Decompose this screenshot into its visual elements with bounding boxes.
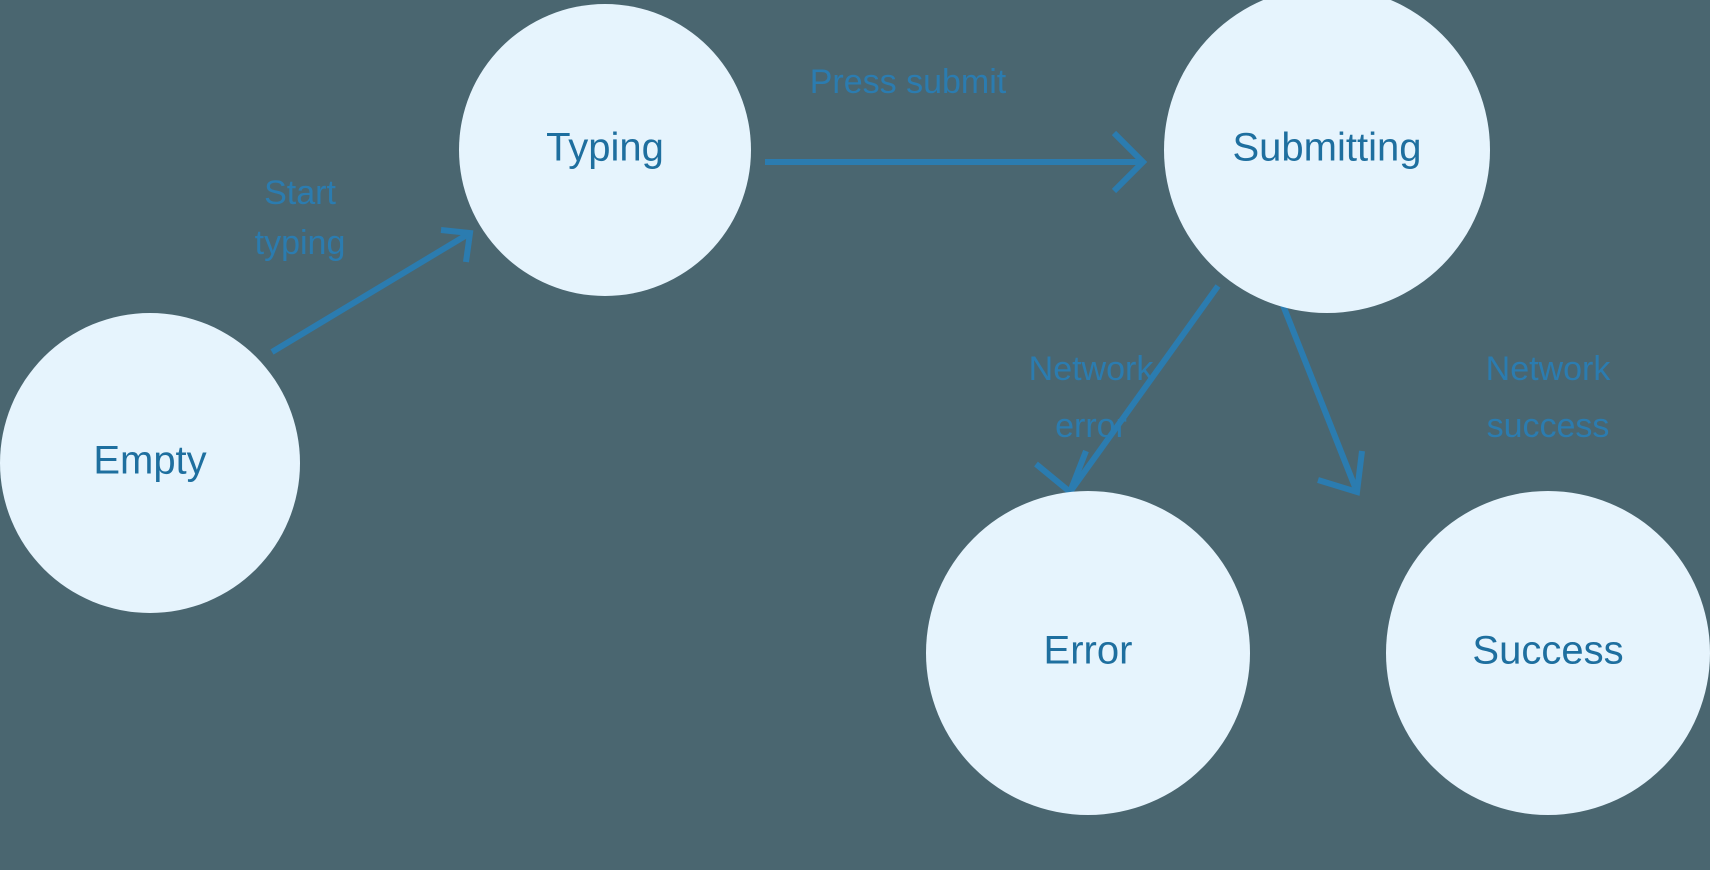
state-node-success[interactable]: Success: [1386, 491, 1710, 815]
edge-typing-to-submitting[interactable]: [765, 130, 1148, 194]
state-label: Empty: [93, 439, 206, 483]
state-circle: [926, 491, 1250, 815]
arrowhead-icon: [1111, 130, 1148, 194]
edge-label-network-success-line2: success: [1487, 407, 1610, 445]
state-label: Success: [1472, 629, 1623, 673]
edge-submitting-to-success[interactable]: [1274, 288, 1365, 496]
edge-label-network-error-line2: error: [1055, 407, 1127, 445]
edge-submitting-to-error[interactable]: [1034, 284, 1221, 497]
state-circle: [0, 313, 300, 613]
state-node-empty[interactable]: Empty: [0, 313, 300, 613]
edge-line-geom: [1274, 288, 1360, 494]
edge-line-geom: [270, 230, 472, 355]
state-node-submitting[interactable]: Submitting: [1164, 0, 1490, 313]
state-circle: [1386, 491, 1710, 815]
state-node-error[interactable]: Error: [926, 491, 1250, 815]
edge-label-start-typing-line1: Start: [264, 174, 336, 212]
arrowhead-icon: [1034, 449, 1089, 497]
state-circle: [1164, 0, 1490, 313]
state-node-typing[interactable]: Typing: [459, 4, 751, 296]
edge-label-press-submit: Press submit: [810, 63, 1007, 101]
edge-labels-layer: Start typing Press submit Network error …: [255, 63, 1612, 445]
edge-empty-to-typing[interactable]: [270, 227, 474, 355]
edges-layer: [270, 130, 1365, 497]
nodes-layer: Empty Typing Submitting Error Success: [0, 0, 1710, 815]
edge-label-network-error-line1: Network: [1029, 350, 1155, 388]
state-label: Submitting: [1233, 126, 1422, 170]
edge-label-start-typing-line2: typing: [255, 224, 346, 262]
arrowhead-icon: [440, 227, 474, 263]
edge-line-geom: [1067, 284, 1221, 494]
state-label: Error: [1044, 629, 1133, 673]
state-label: Typing: [546, 126, 664, 170]
edge-label-network-success-line1: Network: [1486, 350, 1612, 388]
state-circle: [459, 4, 751, 296]
arrowhead-icon: [1317, 450, 1365, 496]
